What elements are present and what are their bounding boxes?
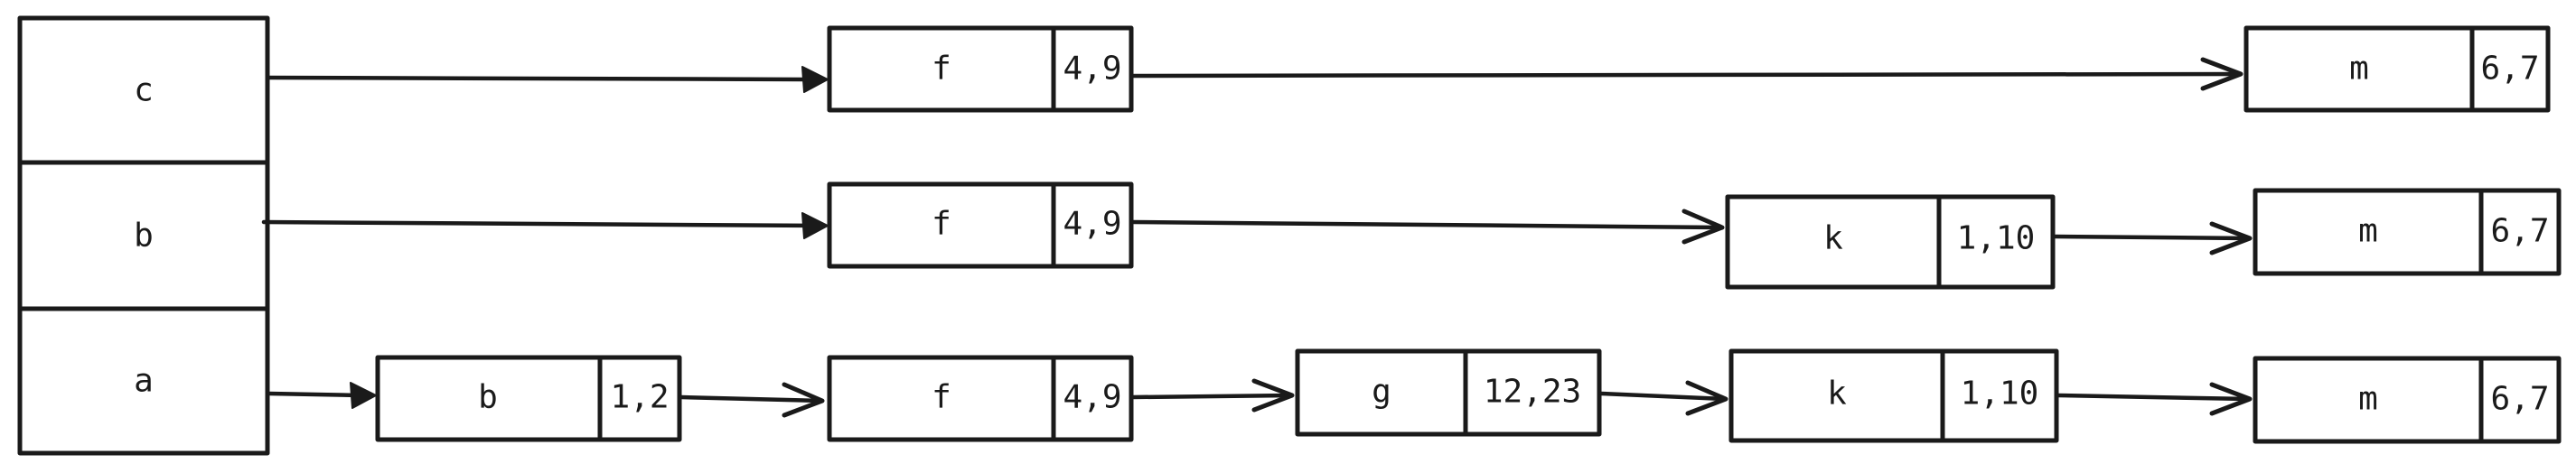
list-node: k 1,10 (1725, 194, 2056, 290)
node-key: g (1372, 374, 1391, 411)
node-box (1725, 194, 2056, 290)
list-node: b 1,2 (375, 355, 682, 442)
pointer-arrow (1130, 378, 1295, 413)
row-a: b 1,2 f 4,9 g 12,23 k 1,10 m 6 (267, 348, 2562, 444)
node-key: m (2349, 51, 2369, 88)
node-key: f (932, 206, 951, 243)
index-box (17, 15, 270, 456)
node-key: m (2358, 381, 2378, 418)
node-value: 12,23 (1484, 374, 1581, 411)
pointer-arrow (2052, 221, 2253, 255)
node-value: 1,10 (1957, 220, 2036, 257)
pointer-arrow (267, 66, 829, 93)
node-box (827, 355, 1134, 442)
pointer-arrow (1130, 57, 2243, 91)
pointer-arrow (1130, 209, 1725, 245)
node-box (1295, 348, 1602, 437)
list-node: m 6,7 (2243, 25, 2551, 113)
pointer-arrow (679, 382, 825, 418)
node-key: b (478, 379, 498, 416)
node-box (827, 25, 1134, 113)
node-value: 1,10 (1961, 376, 2039, 413)
index-key-b: b (134, 218, 154, 255)
pointer-arrow (267, 382, 377, 409)
list-node: m 6,7 (2253, 356, 2562, 444)
node-key: f (932, 379, 951, 416)
node-value: 4,9 (1063, 206, 1121, 243)
list-node: k 1,10 (1728, 348, 2059, 443)
list-node: f 4,9 (827, 25, 1134, 113)
node-value: 6,7 (2490, 381, 2549, 418)
list-node: f 4,9 (827, 181, 1134, 269)
node-key: k (1823, 220, 1843, 257)
node-box (1728, 348, 2059, 443)
index-key-a: a (134, 363, 154, 400)
node-key: f (932, 51, 951, 88)
index-column: c b a (17, 15, 270, 456)
list-node: f 4,9 (827, 355, 1134, 442)
pointer-arrow (261, 212, 829, 239)
list-node: g 12,23 (1295, 348, 1602, 437)
node-box (2243, 25, 2551, 113)
node-value: 6,7 (2490, 213, 2549, 250)
node-box (2253, 356, 2562, 444)
pointer-arrow (1598, 380, 1728, 416)
node-key: k (1827, 376, 1847, 413)
node-value: 4,9 (1063, 51, 1121, 88)
node-key: m (2358, 213, 2378, 250)
node-value: 1,2 (610, 379, 669, 416)
node-box (375, 355, 682, 442)
pointer-arrow (2056, 382, 2253, 416)
list-node: m 6,7 (2253, 188, 2562, 276)
node-value: 4,9 (1063, 379, 1121, 416)
index-key-c: c (134, 72, 154, 109)
node-value: 6,7 (2480, 51, 2539, 88)
row-b: f 4,9 k 1,10 m 6,7 (261, 181, 2562, 290)
row-c: f 4,9 m 6,7 (267, 25, 2551, 113)
node-box (2253, 188, 2562, 276)
node-box (827, 181, 1134, 269)
